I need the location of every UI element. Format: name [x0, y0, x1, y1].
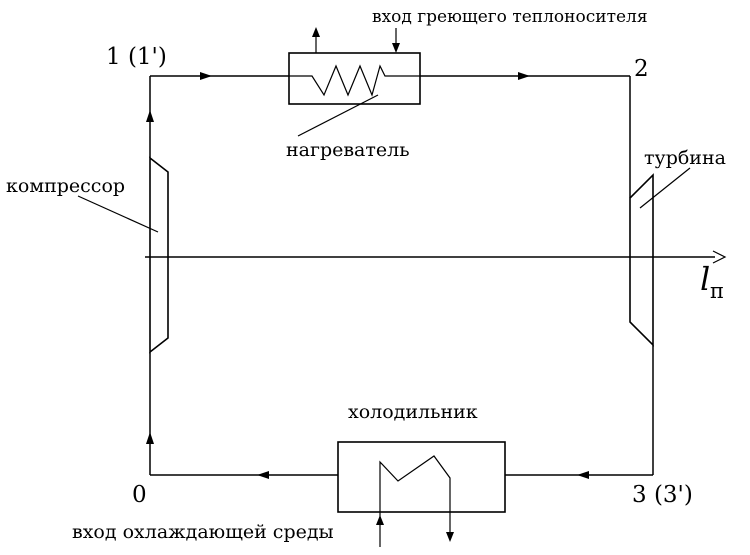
point-0-label: 0 [132, 482, 147, 508]
cooling-input-label: вход охлаждающей среды [72, 521, 334, 543]
turbine-leader-line [639, 167, 691, 209]
cooler-outlet-arrow [446, 532, 454, 542]
shaft-work-subscript: п [710, 279, 724, 303]
compressor [77, 156, 169, 354]
point-2-label: 2 [634, 56, 649, 82]
cooler-box [337, 441, 506, 513]
heater-outlet-arrow [312, 27, 320, 37]
flow-arrow-left-lower [146, 432, 154, 444]
flow-arrow-top-right [518, 72, 530, 80]
turbine-body [629, 173, 654, 347]
compressor-body [149, 156, 169, 354]
cooler-label: холодильник [348, 401, 478, 423]
compressor-leader-line [77, 195, 159, 233]
shaft-work-symbol: l [700, 260, 710, 298]
heater-inlet-arrow [392, 43, 400, 53]
heater-leader-line [297, 94, 379, 137]
cooler-coil [379, 455, 451, 535]
compressor-label: компрессор [6, 175, 125, 197]
flow-arrow-bottom-left [257, 471, 269, 479]
flow-arrows [146, 72, 589, 479]
turbine-label: турбина [644, 147, 726, 169]
labels: 1 (1') 2 0 3 (3') нагреватель вход греющ… [6, 7, 726, 543]
heater-label: нагреватель [286, 139, 410, 161]
heater [288, 27, 421, 137]
turbine [629, 167, 691, 347]
shaft-arrow-icon [712, 250, 727, 264]
point-3-label: 3 (3') [632, 482, 693, 508]
point-1-label: 1 (1') [106, 44, 167, 70]
flow-arrow-top-left [200, 72, 212, 80]
heating-input-label: вход греющего теплоносителя [372, 7, 648, 27]
cooler-inlet-arrow [376, 515, 384, 525]
cooler [337, 441, 506, 547]
shaft [145, 250, 727, 264]
flow-arrow-left-upper [146, 110, 154, 122]
heater-coil [289, 64, 420, 97]
flow-arrow-bottom-right [577, 471, 589, 479]
